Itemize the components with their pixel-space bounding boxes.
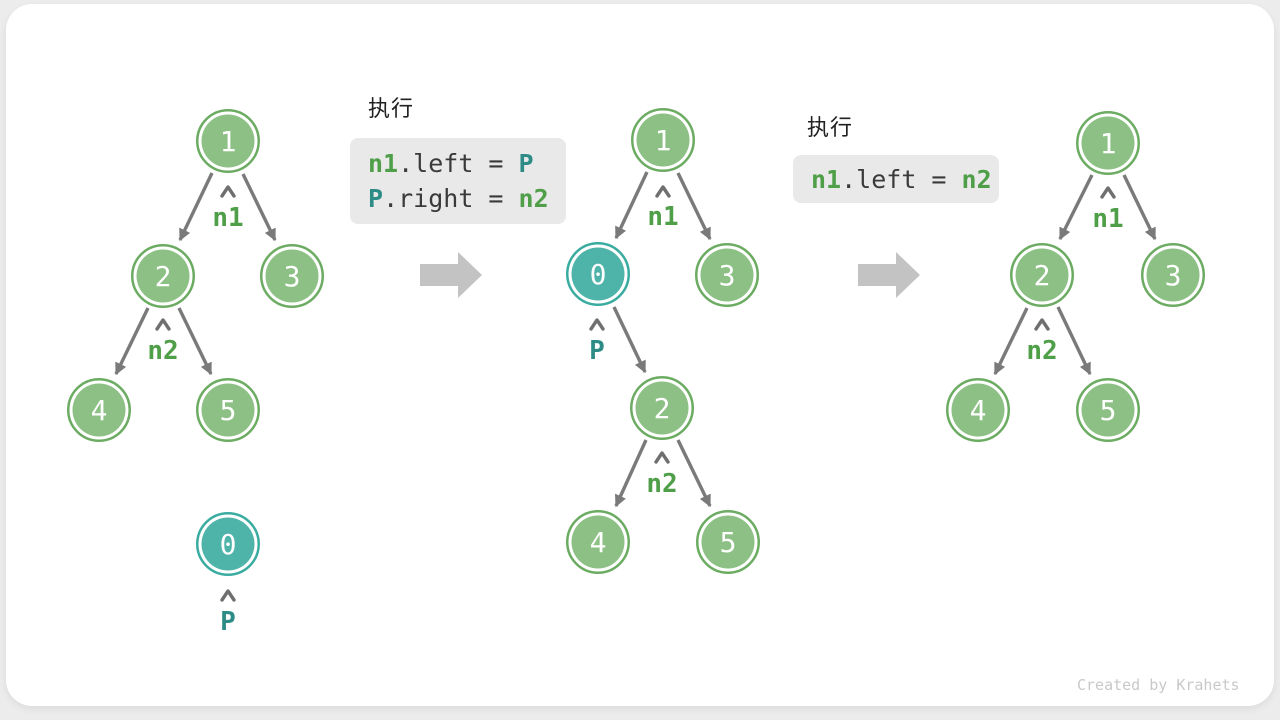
tree3-node-5: 5 (1076, 378, 1140, 442)
tree1-node-2: 2 (131, 244, 195, 308)
tree2-node-0-p: 0 (566, 242, 630, 306)
code-box-2: n1.left = n2 (793, 155, 999, 203)
tree3-node-3: 3 (1141, 243, 1205, 307)
edge-arrow-icon (612, 306, 647, 374)
tree2-node-3: 3 (695, 243, 759, 307)
exec-title-2: 执行 (807, 115, 854, 140)
tree2-node-2: 2 (630, 376, 694, 440)
edge-arrow-icon (614, 171, 649, 240)
tree-3: 1 2 3 4 5 n1 n2 (946, 111, 1205, 442)
code-token: .left = (398, 149, 519, 178)
pointer-label-p: P (589, 336, 605, 366)
node-value: 3 (719, 259, 736, 292)
code-token: n2 (961, 164, 992, 194)
node-value: 4 (590, 526, 607, 559)
code-token: P (368, 184, 384, 213)
edge-arrow-icon (1058, 174, 1094, 241)
pointer-label-n1: n1 (1092, 204, 1123, 234)
pointer-label-n2: n2 (1026, 336, 1057, 366)
tree3-node-1: 1 (1076, 111, 1140, 175)
tree1-node-4: 4 (67, 378, 131, 442)
code-token: .right = (383, 184, 519, 213)
tree1-node-3: 3 (260, 244, 324, 308)
tree1-node-5: 5 (196, 378, 260, 442)
node-value: 0 (220, 528, 237, 561)
tree-2-edges (612, 171, 712, 508)
tree-1-edges (114, 172, 277, 376)
code-token: n2 (518, 184, 549, 213)
right-block-arrow-icon (858, 252, 920, 298)
right-block-arrow-icon (420, 252, 482, 298)
pointer-caret-icon (654, 451, 670, 464)
pointer-label-n1: n1 (647, 202, 678, 232)
code-line: P.right = n2 (350, 181, 566, 216)
pointer-caret-icon (655, 185, 671, 198)
tree-1: 1 2 3 4 5 n1 n2 (67, 109, 324, 637)
pointer-caret-icon (589, 318, 605, 331)
pointer-caret-icon (1100, 186, 1116, 199)
credit-text: Created by Krahets (1077, 676, 1240, 694)
pointer-caret-icon (1034, 318, 1050, 331)
edge-arrow-icon (614, 439, 648, 508)
code-token: P (518, 149, 534, 178)
node-value: 3 (1165, 259, 1182, 292)
edge-arrow-icon (241, 173, 277, 242)
code-line: n1.left = P (350, 146, 566, 181)
edge-arrow-icon (114, 307, 150, 376)
node-value: 0 (590, 258, 607, 291)
pointer-caret-icon (220, 185, 236, 198)
tree1-node-1: 1 (196, 109, 260, 173)
node-value: 5 (720, 526, 737, 559)
node-value: 1 (1100, 127, 1117, 160)
node-value: 4 (970, 394, 987, 427)
code-token: .left = (841, 164, 962, 194)
edge-arrow-icon (1122, 174, 1157, 241)
code-token: n1 (811, 164, 842, 194)
tree1-node-0-p: 0 (196, 512, 260, 576)
node-value: 2 (654, 392, 671, 425)
node-value: 3 (284, 260, 301, 293)
tree2-node-1: 1 (631, 108, 695, 172)
node-value: 5 (220, 394, 237, 427)
code-token: n1 (368, 149, 399, 178)
edge-arrow-icon (1056, 306, 1092, 376)
pointer-label-n1: n1 (212, 203, 243, 233)
tree-2: 1 0 3 2 4 5 n1 (566, 108, 760, 574)
pointer-label-n2: n2 (147, 336, 178, 366)
exec-title-1: 执行 (368, 96, 415, 121)
edge-arrow-icon (676, 439, 712, 508)
tree2-node-4: 4 (566, 510, 630, 574)
edge-arrow-icon (177, 307, 213, 376)
edge-arrow-icon (993, 307, 1029, 376)
pointer-label-n2: n2 (646, 469, 677, 499)
node-value: 4 (91, 394, 108, 427)
pointer-caret-icon (155, 318, 171, 331)
tree-3-edges (993, 174, 1157, 376)
code-line: n1.left = n2 (793, 162, 999, 197)
tree3-node-4: 4 (946, 378, 1010, 442)
node-value: 2 (1034, 259, 1051, 292)
tree3-node-2: 2 (1010, 243, 1074, 307)
code-box-1: n1.left = P P.right = n2 (350, 138, 566, 224)
node-value: 1 (220, 125, 237, 158)
node-value: 2 (155, 260, 172, 293)
edge-arrow-icon (178, 172, 214, 242)
edge-arrow-icon (676, 172, 712, 241)
node-value: 5 (1100, 394, 1117, 427)
node-value: 1 (655, 124, 672, 157)
tree2-node-5: 5 (696, 510, 760, 574)
pointer-caret-icon (220, 589, 236, 602)
pointer-label-p: P (220, 607, 236, 637)
